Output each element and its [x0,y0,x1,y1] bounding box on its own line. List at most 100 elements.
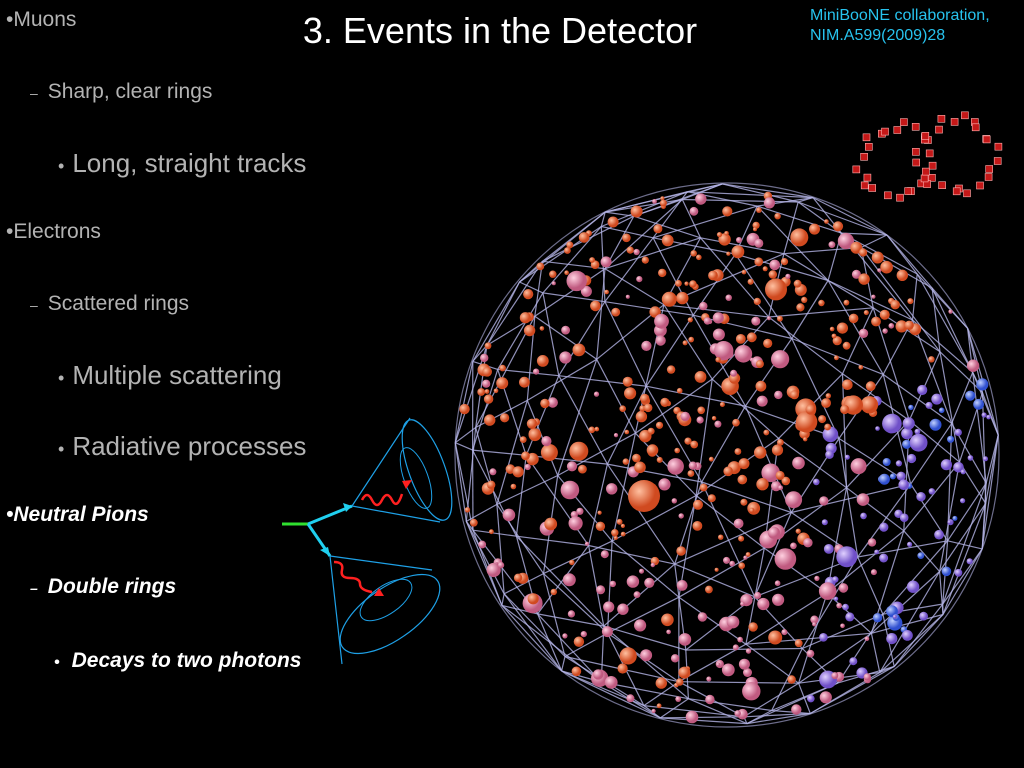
pmt-hit-478 [871,316,881,327]
wire-edge-316 [685,647,803,651]
pmt-hit-296 [607,216,619,228]
pmt-hit-470 [622,233,631,243]
wire-edge-70 [486,281,521,346]
pmt-hit-210 [823,544,834,554]
pmt-hit-139 [695,193,707,205]
pmt-hit-233 [641,256,649,264]
pmt-hit-414 [502,508,516,522]
wire-edge-290 [857,556,884,615]
wire-edge-121 [939,351,961,463]
wire-edge-15 [700,237,785,255]
pmt-hit-359 [675,696,682,702]
photon-track-upper [307,504,353,526]
pmt-hit-98 [633,591,641,598]
wire-edge-69 [472,281,521,362]
pmt-hit-250 [609,580,616,588]
wire-edge-103 [734,253,793,339]
pmt-hit-291 [768,270,777,279]
pmt-hit-240 [705,585,713,594]
ring-left-dot-9 [863,173,872,182]
wire-edge-310 [837,613,884,684]
wire-edge-2 [681,199,702,239]
wire-edge-322 [771,648,803,711]
ring-right-dot-17 [950,118,959,126]
wire-edge-153 [611,494,697,542]
wire-edge-202 [542,573,566,657]
pmt-hit-22 [771,350,790,369]
ring-right-dot-11 [912,158,921,167]
pmt-hit-279 [753,227,757,232]
wire-edge-292 [801,556,859,649]
pmt-hit-309 [676,291,689,305]
pmt-hit-456 [863,673,871,681]
pmt-hit-80 [699,301,708,311]
pmt-hit-467 [576,507,584,515]
pmt-hit-303 [795,411,818,433]
pmt-hit-196 [721,663,735,677]
wire-edge-40 [534,261,544,317]
pmt-hit-243 [755,360,764,368]
wire-edge-152 [695,495,765,549]
pmt-hit-494 [747,278,754,285]
pmt-hit-150 [738,535,745,542]
wire-edge-22 [519,211,606,283]
wire-edge-229 [838,438,859,558]
wire-edge-271 [871,613,944,634]
wire-edge-318 [810,665,895,715]
pmt-hit-158 [796,303,805,312]
pmt-hit-395 [617,663,628,674]
pmt-hit-130 [938,407,945,414]
wire-edge-219 [607,463,702,483]
pmt-hit-362 [496,377,509,390]
wire-edge-146 [454,442,467,522]
pmt-hit-123 [613,535,618,540]
pmt-hit-426 [493,388,499,394]
pmt-hit-101 [499,364,506,372]
wire-edge-111 [916,273,969,329]
pmt-hit-492 [803,437,808,442]
wire-edge-191 [763,547,828,594]
pmt-hit-213 [641,340,652,351]
pmt-hit-436 [774,580,781,586]
pmt-hit-269 [569,441,589,461]
pmt-hit-367 [660,397,670,407]
pmt-hit-439 [818,415,827,424]
pmt-hit-504 [832,221,844,232]
wire-edge-272 [537,613,604,627]
wire-edge-210 [472,529,517,537]
wire-edge-166 [791,338,840,439]
pmt-hit-419 [983,456,988,462]
ring-left-dot-0 [928,161,937,170]
pmt-hit-335 [624,429,630,435]
pmt-hit-248 [767,526,781,539]
pmt-hit-254 [632,453,641,463]
wire-edge-309 [802,613,884,650]
pmt-hit-167 [711,416,717,421]
ring-right-dot-22 [982,135,991,144]
pmt-hit-32 [895,320,908,333]
pmt-hit-369 [699,483,708,492]
pmt-hit-401 [696,416,704,424]
wire-edge-253 [791,483,911,514]
pmt-hit-77 [870,569,877,576]
wire-edge-94 [542,292,560,376]
wire-edge-320 [659,698,689,719]
pmt-hit-223 [790,542,797,550]
pmt-hit-517 [929,418,942,431]
wire-edge-255 [678,643,747,683]
pmt-hit-387 [634,461,646,474]
pmt-hit-451 [865,381,876,392]
wire-edge-262 [947,540,983,550]
pmt-hit-99 [734,448,742,455]
pmt-hit-102 [722,206,733,217]
ring-left-dot-8 [860,181,869,190]
pmt-hit-134 [886,633,898,645]
wire-edge-113 [634,432,697,496]
wire-edge-234 [516,535,589,547]
cone-upper-edges [351,417,441,523]
wire-edge-26 [783,201,799,254]
pmt-hit-348 [966,558,973,565]
wire-edge-196 [525,454,590,546]
pmt-hit-383 [566,241,574,249]
wire-edge-299 [893,603,944,667]
